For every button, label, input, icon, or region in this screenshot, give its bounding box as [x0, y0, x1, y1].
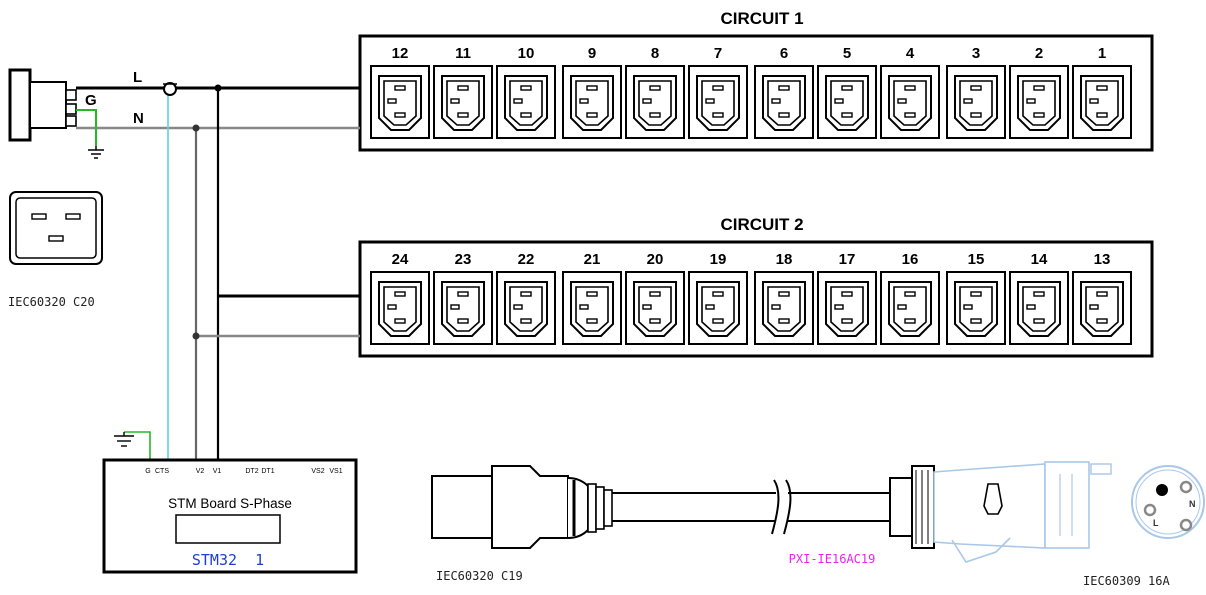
outlet-number-label: 20	[647, 251, 664, 268]
iec-c13-socket-icon	[433, 65, 493, 139]
ground-symbol-icon	[88, 146, 104, 159]
board-pin-label: VS1	[329, 468, 342, 475]
iec-c13-socket-icon	[1009, 271, 1069, 345]
iec-c13-socket-icon	[817, 65, 877, 139]
board-pin-label: G	[145, 468, 150, 475]
iec-c13-socket-icon	[688, 271, 748, 345]
board-pin-label: DT2	[245, 468, 258, 475]
plug-pin-l: L	[1153, 518, 1159, 528]
iec-c13-socket-icon	[688, 65, 748, 139]
outlet-number-label: 14	[1031, 251, 1048, 268]
inlet-line-label: L	[133, 69, 142, 86]
outlet-number-label: 6	[780, 45, 788, 62]
outlet-number-label: 22	[518, 251, 535, 268]
iec-c13-socket-icon	[625, 271, 685, 345]
board-display	[175, 514, 281, 544]
board-ground-wire	[124, 431, 151, 460]
outlet-number-label: 4	[906, 45, 915, 62]
iec60309-plug-face-icon: N L	[1131, 465, 1205, 539]
iec-c13-socket-icon	[562, 271, 622, 345]
iec-c13-socket-icon	[880, 271, 940, 345]
cable-part-number: PXI-IE16AC19	[789, 552, 876, 566]
ground-wire	[76, 109, 97, 146]
plug-pin-n: N	[1189, 499, 1196, 509]
iec-c13-socket-icon	[946, 271, 1006, 345]
outlet-number-label: 9	[588, 45, 596, 62]
power-inlet-connector	[8, 68, 77, 142]
plug-caption: IEC60309 16A	[1083, 574, 1170, 588]
junction-dot	[192, 124, 200, 132]
circuit-1-outlet-group: 12 11 10 9 8 7 6 5 4 3 2 1	[370, 45, 1132, 139]
current-transformer	[163, 82, 177, 460]
iec-c13-socket-icon	[1072, 271, 1132, 345]
iec-c20-inlet-icon	[9, 191, 103, 265]
outlet-number-label: 17	[839, 251, 856, 268]
c19-connector	[431, 465, 613, 549]
iec-c13-socket-icon	[754, 65, 814, 139]
iec-c13-socket-icon	[625, 65, 685, 139]
outlet-number-label: 5	[843, 45, 851, 62]
outlet-number-label: 23	[455, 251, 472, 268]
cable	[612, 479, 890, 535]
c19-caption: IEC60320 C19	[436, 569, 523, 583]
board-pin-label: DT1	[261, 468, 274, 475]
iec-c13-socket-icon	[946, 65, 1006, 139]
iec-c13-socket-icon	[754, 271, 814, 345]
board-pin-label: VS2	[311, 468, 324, 475]
outlet-number-label: 16	[902, 251, 919, 268]
outlet-number-label: 13	[1094, 251, 1111, 268]
inlet-ground-label: G	[85, 92, 97, 109]
outlet-number-label: 15	[968, 251, 985, 268]
board-pin-label: V1	[213, 468, 222, 475]
circuit-1-title: CIRCUIT 1	[720, 9, 803, 28]
junction-dot	[192, 332, 200, 340]
junction-dot	[214, 84, 222, 92]
iec60309-plug	[889, 461, 1112, 563]
outlet-number-label: 1	[1098, 45, 1106, 62]
inlet-neutral-label: N	[133, 110, 144, 127]
outlet-number-label: 18	[776, 251, 793, 268]
outlet-number-label: 12	[392, 45, 409, 62]
outlet-number-label: 19	[710, 251, 727, 268]
ground-symbol-icon	[114, 432, 134, 447]
outlet-number-label: 11	[455, 45, 471, 62]
board-id: STM32 1	[192, 551, 264, 569]
iec-c13-socket-icon	[1009, 65, 1069, 139]
outlet-number-label: 10	[518, 45, 535, 62]
board-pin-label: CTS	[155, 468, 169, 475]
iec-c13-socket-icon	[562, 65, 622, 139]
iec-c13-socket-icon	[880, 65, 940, 139]
iec-c13-socket-icon	[1072, 65, 1132, 139]
iec-c13-socket-icon	[496, 65, 556, 139]
outlet-number-label: 3	[972, 45, 980, 62]
iec-c13-socket-icon	[817, 271, 877, 345]
iec-c13-socket-icon	[433, 271, 493, 345]
circuit-2-title: CIRCUIT 2	[720, 215, 803, 234]
outlet-number-label: 2	[1035, 45, 1043, 62]
board-pin-label: V2	[196, 468, 205, 475]
outlet-number-label: 7	[714, 45, 722, 62]
outlet-number-label: 24	[392, 251, 409, 268]
iec-c13-socket-icon	[370, 271, 430, 345]
outlet-number-label: 8	[651, 45, 659, 62]
inlet-caption: IEC60320 C20	[8, 295, 95, 309]
outlet-number-label: 21	[584, 251, 601, 268]
iec-c13-socket-icon	[496, 271, 556, 345]
iec-c13-socket-icon	[370, 65, 430, 139]
circuit-2-outlet-group: 24 23 22 21 20 19 18 17 16 15 14 13	[370, 251, 1132, 345]
board-title: STM Board S-Phase	[168, 496, 292, 511]
